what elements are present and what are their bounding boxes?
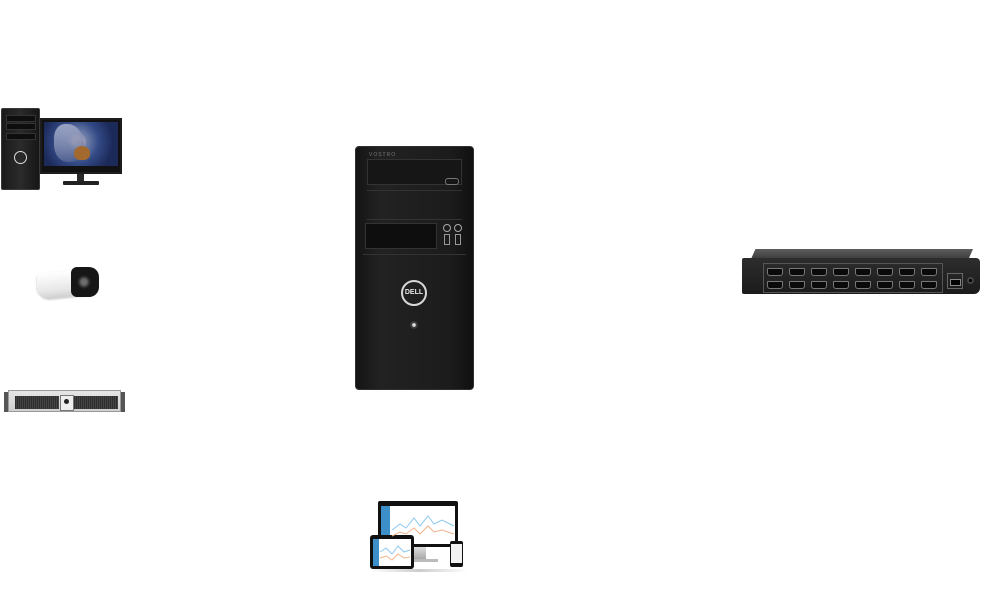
hdmi-input-port-icon: [855, 268, 871, 276]
smartphone-icon: [450, 541, 463, 567]
monitor-stand: [410, 547, 426, 559]
rack-ear-left: [4, 392, 10, 412]
pc-tower-icon: [1, 108, 40, 190]
hdmi-input-port-icon: [767, 268, 783, 276]
tower-pc-node[interactable]: VOSTRO DELL: [355, 146, 474, 390]
rack-server-node[interactable]: [4, 386, 125, 414]
device-shadow: [370, 569, 468, 572]
model-text: VOSTRO: [369, 152, 397, 158]
server-lock-icon: [60, 395, 74, 411]
hdmi-input-port-icon: [877, 281, 893, 289]
front-io-panel: [365, 223, 437, 249]
dell-logo-icon: DELL: [401, 280, 427, 306]
rack-ear-right: [119, 392, 125, 412]
usb-port-icon: [444, 234, 450, 245]
monitor-screen: [44, 122, 118, 166]
hdmi-input-port-icon: [877, 268, 893, 276]
usb-port-icon: [455, 234, 461, 245]
hdmi-input-port-icon: [833, 281, 849, 289]
hdmi-output-port-icon: [947, 273, 963, 289]
dell-tower-pc-icon: [355, 146, 474, 390]
dell-logo-icon: [14, 151, 27, 164]
dashboard-charts: [379, 515, 455, 561]
tablet-chart-line-orange: [379, 553, 411, 561]
hdmi-input-port-icon: [811, 268, 827, 276]
hdmi-input-port-icon: [811, 281, 827, 289]
tablet-chart-line-blue: [379, 545, 411, 555]
hdmi-input-port-icon: [789, 281, 805, 289]
camera-node[interactable]: [33, 263, 103, 305]
monitor-base: [402, 559, 438, 562]
audio-jack-icon: [454, 224, 462, 232]
client-devices-node[interactable]: [370, 500, 468, 572]
camera-lens-icon: [77, 275, 91, 289]
hdmi-input-port-icon: [921, 281, 937, 289]
monitor-stand: [77, 174, 84, 181]
audio-jack-icon: [443, 224, 451, 232]
vent-grill-right: [74, 396, 118, 409]
hdmi-switch-node[interactable]: [741, 249, 982, 296]
hdmi-input-port-icon: [789, 268, 805, 276]
drive-bay: [6, 115, 36, 122]
front-panel: [6, 133, 36, 140]
desktop-computer-node[interactable]: [0, 107, 125, 190]
switch-top-panel: [751, 249, 973, 259]
hdmi-input-port-icon: [833, 268, 849, 276]
hdmi-input-port-icon: [855, 281, 871, 289]
monitor-base: [63, 181, 99, 185]
hdmi-input-port-icon: [899, 281, 915, 289]
wallpaper-fox: [74, 146, 90, 160]
hdmi-input-port-icon: [921, 268, 937, 276]
dc-power-jack-icon: [967, 277, 974, 284]
chart-line-blue: [391, 515, 455, 531]
port-frame: [763, 263, 943, 293]
drive-bay: [367, 190, 462, 220]
hdmi-input-port-icon: [767, 281, 783, 289]
power-button-icon: [410, 321, 418, 329]
hdmi-input-port-icon: [899, 268, 915, 276]
vent-grill-left: [15, 396, 59, 409]
chart-line-orange: [391, 525, 455, 537]
tablet-icon: [370, 535, 414, 569]
eject-button: [445, 178, 459, 185]
case-divider: [363, 254, 466, 255]
drive-bay: [6, 123, 36, 130]
monitor-icon: [40, 118, 122, 174]
